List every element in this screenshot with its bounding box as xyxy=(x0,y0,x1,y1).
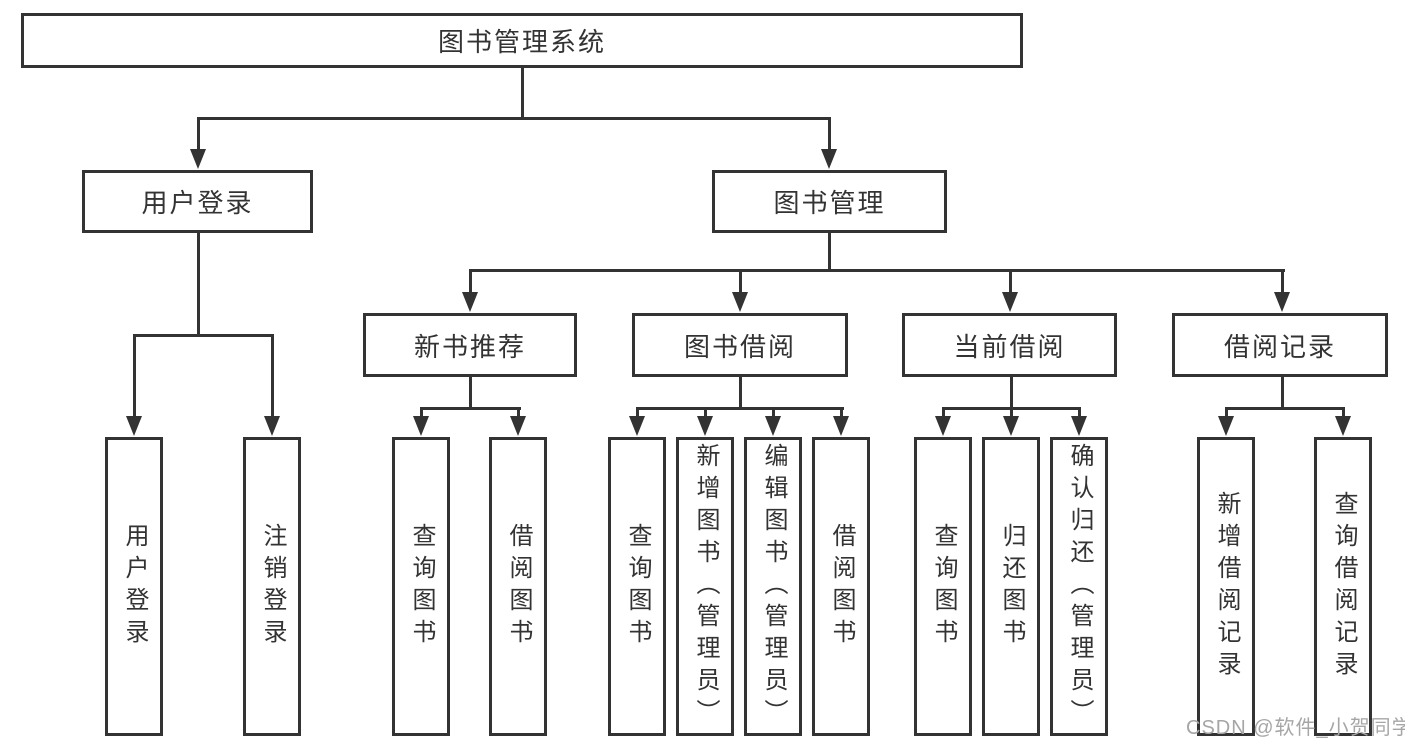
leaf-return-book-label: 归还图书 xyxy=(998,522,1025,651)
line-segment xyxy=(133,334,274,337)
arrowhead-down-icon xyxy=(821,149,837,169)
arrowhead-down-icon xyxy=(462,292,478,312)
node-borrow-records-label: 借阅记录 xyxy=(1223,331,1336,362)
leaf-logout-label: 注销登录 xyxy=(259,522,286,651)
line-segment xyxy=(469,269,472,296)
arrowhead-down-icon xyxy=(833,416,849,436)
leaf-add-borrow-record: 新增借阅记录 xyxy=(1197,437,1255,736)
leaf-query-books-current-label: 查询图书 xyxy=(930,522,957,651)
leaf-query-books-recommend-label: 查询图书 xyxy=(408,522,435,651)
line-segment xyxy=(197,117,200,153)
arrowhead-down-icon xyxy=(732,292,748,312)
leaf-borrow-books: 借阅图书 xyxy=(812,437,870,736)
arrowhead-down-icon xyxy=(190,149,206,169)
leaf-add-book-admin: 新增图书（管理员） xyxy=(676,437,734,736)
arrowhead-down-icon xyxy=(765,416,781,436)
line-segment xyxy=(1225,407,1345,410)
line-segment xyxy=(517,407,520,420)
node-book-borrow-label: 图书借阅 xyxy=(683,331,796,362)
line-segment xyxy=(739,269,742,296)
line-segment xyxy=(942,407,945,420)
node-book-management-label: 图书管理 xyxy=(773,188,886,218)
leaf-borrow-books-label: 借阅图书 xyxy=(828,522,855,651)
node-root: 图书管理系统 xyxy=(21,13,1023,68)
line-segment xyxy=(1281,377,1284,408)
node-user-login-label: 用户登录 xyxy=(141,188,254,218)
line-segment xyxy=(1009,269,1012,296)
line-segment xyxy=(1010,377,1013,408)
leaf-query-books-borrow-label: 查询图书 xyxy=(624,522,651,651)
line-segment xyxy=(197,117,831,120)
line-segment xyxy=(469,269,1285,272)
line-segment xyxy=(133,334,136,420)
line-segment xyxy=(772,407,775,420)
line-segment xyxy=(704,407,707,420)
line-segment xyxy=(739,377,742,408)
line-segment xyxy=(828,117,831,153)
node-new-book-recommend-label: 新书推荐 xyxy=(413,331,526,362)
node-current-borrow-label: 当前借阅 xyxy=(953,331,1066,362)
arrowhead-down-icon xyxy=(1274,292,1290,312)
arrowhead-down-icon xyxy=(1218,416,1234,436)
line-segment xyxy=(420,407,423,420)
line-segment xyxy=(636,407,844,410)
line-segment xyxy=(1225,407,1228,420)
node-current-borrow: 当前借阅 xyxy=(902,313,1117,377)
leaf-edit-book-admin: 编辑图书（管理员） xyxy=(744,437,802,736)
arrowhead-down-icon xyxy=(126,416,142,436)
leaf-return-book: 归还图书 xyxy=(982,437,1040,736)
arrowhead-down-icon xyxy=(264,416,280,436)
leaf-logout: 注销登录 xyxy=(243,437,301,736)
leaf-confirm-return-admin-label: 确认归还（管理员） xyxy=(1066,442,1093,731)
arrowhead-down-icon xyxy=(1071,416,1087,436)
leaf-borrow-books-recommend-label: 借阅图书 xyxy=(505,522,532,651)
leaf-borrow-books-recommend: 借阅图书 xyxy=(489,437,547,736)
leaf-user-login-label: 用户登录 xyxy=(121,522,148,651)
leaf-add-borrow-record-label: 新增借阅记录 xyxy=(1213,490,1240,683)
arrowhead-down-icon xyxy=(1002,292,1018,312)
line-segment xyxy=(840,407,843,420)
leaf-query-borrow-record-label: 查询借阅记录 xyxy=(1330,490,1357,683)
node-new-book-recommend: 新书推荐 xyxy=(363,313,577,377)
line-segment xyxy=(1342,407,1345,420)
line-segment xyxy=(1281,269,1284,296)
line-segment xyxy=(828,233,831,270)
line-segment xyxy=(197,233,200,335)
node-book-management: 图书管理 xyxy=(712,170,947,233)
line-segment xyxy=(1010,407,1013,420)
leaf-user-login: 用户登录 xyxy=(105,437,163,736)
arrowhead-down-icon xyxy=(510,416,526,436)
node-user-login: 用户登录 xyxy=(82,170,313,233)
arrowhead-down-icon xyxy=(1335,416,1351,436)
node-book-borrow: 图书借阅 xyxy=(632,313,848,377)
node-borrow-records: 借阅记录 xyxy=(1172,313,1388,377)
arrowhead-down-icon xyxy=(1003,416,1019,436)
leaf-edit-book-admin-label: 编辑图书（管理员） xyxy=(760,442,787,731)
line-segment xyxy=(420,407,521,410)
leaf-add-book-admin-label: 新增图书（管理员） xyxy=(692,442,719,731)
line-segment xyxy=(521,68,524,118)
arrowhead-down-icon xyxy=(413,416,429,436)
arrowhead-down-icon xyxy=(935,416,951,436)
node-root-label: 图书管理系统 xyxy=(437,27,606,57)
arrowhead-down-icon xyxy=(629,416,645,436)
leaf-query-books-current: 查询图书 xyxy=(914,437,972,736)
line-segment xyxy=(636,407,639,420)
line-segment xyxy=(271,334,274,420)
line-segment xyxy=(469,377,472,408)
leaf-confirm-return-admin: 确认归还（管理员） xyxy=(1050,437,1108,736)
watermark: CSDN @软件_小贺同学 xyxy=(1186,717,1405,739)
leaf-query-borrow-record: 查询借阅记录 xyxy=(1314,437,1372,736)
leaf-query-books-borrow: 查询图书 xyxy=(608,437,666,736)
line-segment xyxy=(1078,407,1081,420)
arrowhead-down-icon xyxy=(697,416,713,436)
leaf-query-books-recommend: 查询图书 xyxy=(392,437,450,736)
